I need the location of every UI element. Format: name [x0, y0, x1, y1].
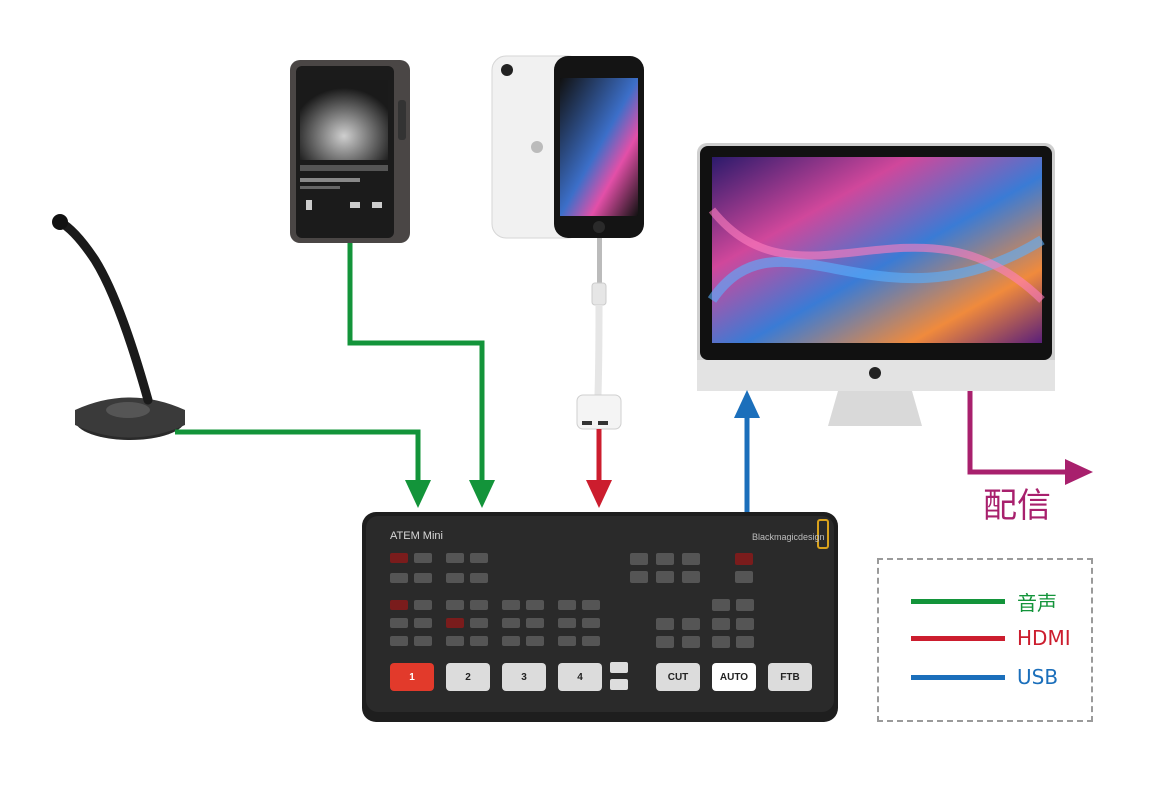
input-4-button[interactable]: 4: [558, 663, 602, 691]
stream-label: 配信: [983, 486, 1051, 526]
legend-item-hdmi: HDMI: [911, 626, 1071, 650]
ftb-button[interactable]: FTB: [768, 663, 812, 691]
stream-line: [967, 391, 1093, 485]
legend-label-hdmi: HDMI: [1017, 626, 1071, 650]
audio-line-player: [347, 243, 495, 508]
legend-swatch-hdmi: [911, 635, 1005, 641]
legend-swatch-audio: [911, 599, 1005, 604]
usb-line: [734, 390, 760, 512]
atem-brand: Blackmagicdesign: [752, 532, 825, 542]
legend-item-usb: USB: [911, 665, 1058, 689]
input-2-button[interactable]: 2: [446, 663, 490, 691]
cut-button[interactable]: CUT: [656, 663, 700, 691]
legend-label-audio: 音声: [1017, 591, 1057, 615]
microphone: [52, 214, 185, 440]
smartphone: [491, 55, 644, 239]
legend-item-audio: 音声: [911, 587, 1057, 616]
imac: [697, 143, 1055, 426]
legend: 音声 HDMI USB: [877, 558, 1093, 722]
auto-button[interactable]: AUTO: [712, 663, 756, 691]
hdmi-line: [586, 429, 612, 508]
audio-line-microphone: [175, 429, 431, 508]
legend-swatch-usb: [911, 674, 1005, 680]
legend-label-usb: USB: [1017, 665, 1059, 689]
audio-player: [290, 60, 410, 243]
hdmi-adapter: [576, 238, 622, 430]
input-3-button[interactable]: 3: [502, 663, 546, 691]
atem-mini-switcher: [362, 512, 838, 722]
atem-title: ATEM Mini: [390, 530, 443, 542]
input-1-button[interactable]: 1: [390, 663, 434, 691]
